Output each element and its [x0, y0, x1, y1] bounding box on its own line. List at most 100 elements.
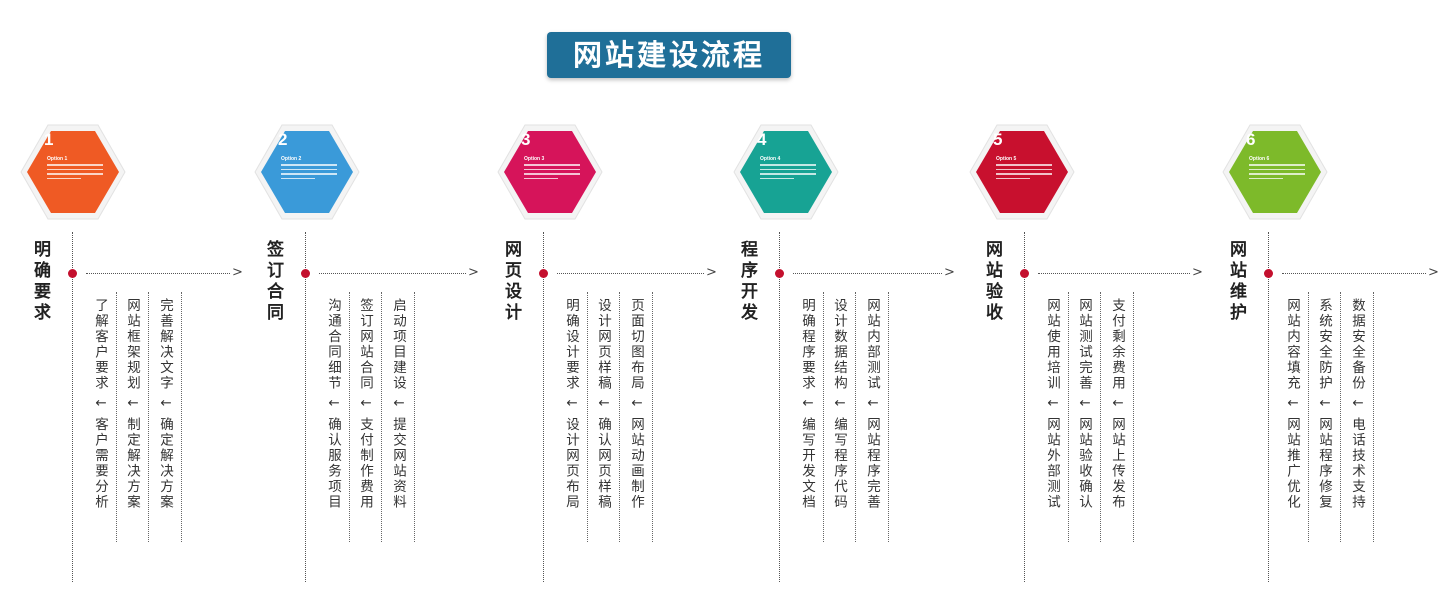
step-label: 程序开发 [737, 240, 757, 324]
hexagon-shape [733, 124, 839, 220]
placeholder-line [996, 164, 1052, 166]
step-vertical-line [543, 232, 544, 582]
detail-column-line [148, 292, 149, 542]
step-option-label: Option 2 [281, 156, 302, 162]
placeholder-line [524, 164, 580, 166]
step-detail-text: 网站测试完善 ↓ 网站验收确认 [1076, 298, 1092, 510]
step-detail-text: 页面切图布局 ↓ 网站动画制作 [628, 298, 644, 510]
detail-column-line [381, 292, 382, 542]
step-detail-text: 系统安全防护 ↓ 网站程序修复 [1316, 298, 1332, 510]
step-vertical-line [1024, 232, 1025, 582]
step-detail-text: 完善解决文字 ↓ 确定解决方案 [157, 298, 173, 510]
placeholder-line [760, 168, 816, 170]
arrow-right-icon: > [944, 265, 955, 280]
placeholder-line [760, 177, 794, 179]
hexagon-fill [261, 131, 353, 213]
placeholder-line [281, 164, 337, 166]
hexagon-fill [504, 131, 596, 213]
detail-column-line [349, 292, 350, 542]
step-number: 2 [278, 130, 288, 149]
step-label: 签订合同 [263, 240, 283, 324]
step-option-label: Option 6 [1249, 156, 1270, 162]
placeholder-line [996, 177, 1030, 179]
hexagon-fill [1229, 131, 1321, 213]
timeline-dot [775, 269, 784, 278]
detail-column-line [1068, 292, 1069, 542]
detail-column-line [652, 292, 653, 542]
detail-column-line [1100, 292, 1101, 542]
detail-column-line [1133, 292, 1134, 542]
placeholder-line [996, 173, 1052, 175]
arrow-right-icon: > [1428, 265, 1439, 280]
placeholder-line [1249, 173, 1305, 175]
hexagon-fill [27, 131, 119, 213]
step-detail-text: 了解客户要求 ↓ 客户需要分析 [92, 298, 108, 510]
hexagon-fill [976, 131, 1068, 213]
step-number: 3 [521, 130, 531, 149]
detail-column-line [116, 292, 117, 542]
step-number: 5 [993, 130, 1003, 149]
placeholder-line [524, 177, 558, 179]
timeline-connector [793, 273, 942, 274]
step-vertical-line [1268, 232, 1269, 582]
detail-column-line [855, 292, 856, 542]
step-option-label: Option 5 [996, 156, 1017, 162]
step-detail-text: 网站内部测试 ↓ 网站程序完善 [864, 298, 880, 510]
detail-column-line [587, 292, 588, 542]
step-detail-text: 沟通合同细节 ↓ 确认服务项目 [325, 298, 341, 510]
step-label: 明确要求 [30, 240, 50, 324]
placeholder-line [281, 168, 337, 170]
placeholder-line [47, 173, 103, 175]
timeline-connector [557, 273, 704, 274]
step-detail-text: 网站内容填充 ↓ 网站推广优化 [1284, 298, 1300, 510]
placeholder-line [47, 164, 103, 166]
timeline-dot [1264, 269, 1273, 278]
step-vertical-line [779, 232, 780, 582]
step-detail-text: 签订网站合同 ↓ 支付制作费用 [357, 298, 373, 510]
placeholder-line [760, 164, 816, 166]
timeline-connector [86, 273, 230, 274]
arrow-right-icon: > [706, 265, 717, 280]
placeholder-line [281, 173, 337, 175]
step-detail-text: 支付剩余费用 ↓ 网站上传发布 [1109, 298, 1125, 510]
step-option-label: Option 3 [524, 156, 545, 162]
placeholder-line [760, 173, 816, 175]
timeline-connector [319, 273, 466, 274]
timeline-connector [1038, 273, 1190, 274]
timeline-connector [1282, 273, 1426, 274]
step-number: 6 [1246, 130, 1256, 149]
step-detail-text: 数据安全备份 ↓ 电话技术支持 [1349, 298, 1365, 510]
placeholder-line [1249, 177, 1283, 179]
hexagon-shape [1222, 124, 1328, 220]
detail-column-line [1308, 292, 1309, 542]
step-label: 网站验收 [982, 240, 1002, 324]
page-title: 网站建设流程 [547, 32, 791, 78]
timeline-dot [301, 269, 310, 278]
timeline-dot [539, 269, 548, 278]
hexagon-shape [20, 124, 126, 220]
timeline-dot [68, 269, 77, 278]
hexagon-shape [497, 124, 603, 220]
step-detail-text: 设计网页样稿 ↓ 确认网页样稿 [595, 298, 611, 510]
step-label: 网页设计 [501, 240, 521, 324]
detail-column-line [414, 292, 415, 542]
arrow-right-icon: > [232, 265, 243, 280]
placeholder-line [524, 168, 580, 170]
step-number: 4 [757, 130, 767, 149]
placeholder-text-lines [47, 164, 103, 182]
placeholder-text-lines [281, 164, 337, 182]
timeline-dot [1020, 269, 1029, 278]
hexagon-fill [740, 131, 832, 213]
step-option-label: Option 1 [47, 156, 68, 162]
placeholder-line [1249, 164, 1305, 166]
placeholder-text-lines [524, 164, 580, 182]
placeholder-line [47, 177, 81, 179]
placeholder-line [1249, 168, 1305, 170]
step-vertical-line [305, 232, 306, 582]
step-detail-text: 设计数据结构 ↓ 编写程序代码 [831, 298, 847, 510]
